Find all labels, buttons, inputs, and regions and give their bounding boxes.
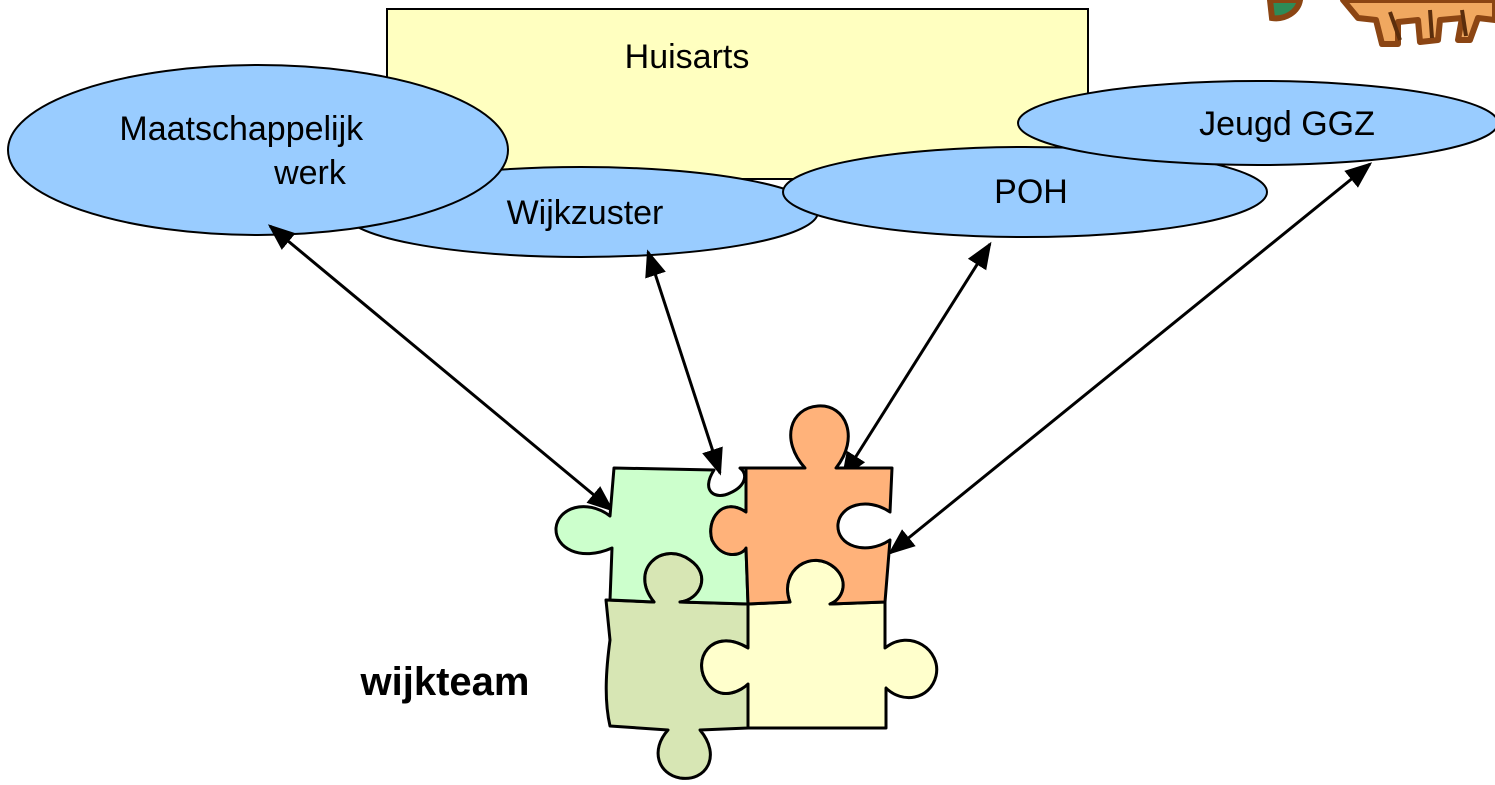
people-icon <box>1266 0 1495 47</box>
jeugd-ggz-label: Jeugd GGZ <box>1199 105 1375 143</box>
arrow-wijkzuster <box>645 249 723 476</box>
huisarts-label: Huisarts <box>625 38 750 76</box>
maatschappelijk-line1: Maatschappelijk <box>119 110 364 148</box>
maatschappelijk-werk-ellipse <box>7 64 509 236</box>
maatschappelijk-line2: werk <box>273 154 347 192</box>
arrow-jeugd-ggz <box>887 162 1373 555</box>
puzzle-icon <box>554 404 939 780</box>
wijkteam-label: wijkteam <box>360 660 530 704</box>
puzzle-piece-top-left <box>554 466 750 606</box>
maatschappelijk-werk-label: Maatschappelijk werk <box>119 110 372 192</box>
arrow-maatschappelijk-werk <box>267 224 615 512</box>
arrow-poh <box>841 241 992 480</box>
poh-label: POH <box>994 173 1068 211</box>
wijkzuster-label: Wijkzuster <box>507 194 664 232</box>
puzzle-piece-top-right <box>709 404 894 606</box>
